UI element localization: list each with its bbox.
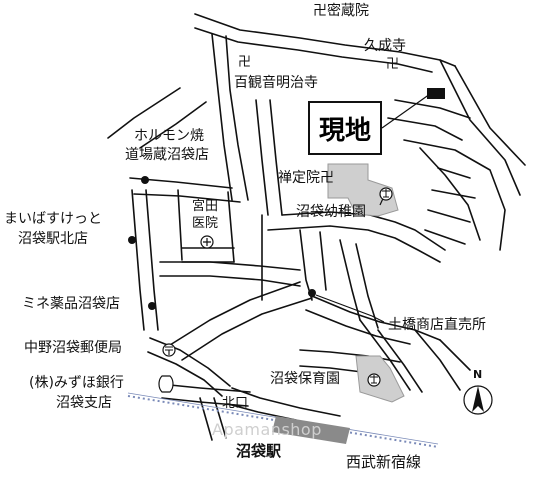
kindergarten-symbol xyxy=(379,187,393,201)
label-miyata-line1: 宮田 xyxy=(192,199,219,214)
label-genchi: 現地 xyxy=(318,115,371,146)
kuseiji-temple-mark: 卍 xyxy=(386,57,400,72)
label-mine-pharmacy: ミネ薬品沼袋店 xyxy=(22,296,120,312)
label-maibasu-line1: まいばすけっと xyxy=(4,211,102,227)
label-mizuho-line2: 沼袋支店 xyxy=(56,395,112,411)
north-label: N xyxy=(473,368,483,381)
label-mizuho-line1: (株)みずほ銀行 xyxy=(29,375,124,391)
genchi-marker xyxy=(427,88,445,99)
maibasu-dot xyxy=(128,236,136,244)
label-zenjoin: 禅定院卍 xyxy=(278,170,334,186)
label-station: 沼袋駅 xyxy=(236,442,282,460)
label-kuseiji: 久成寺 xyxy=(364,38,406,54)
label-post-office: 中野沼袋郵便局 xyxy=(24,340,122,356)
label-nursery: 沼袋保育園 xyxy=(270,371,340,387)
label-hyakkan-meijiji: 百観音明治寺 xyxy=(234,75,318,91)
nursery-symbol xyxy=(367,373,381,387)
road-network xyxy=(107,13,526,441)
dobashi-leader xyxy=(315,294,385,323)
label-miyata-line2: 医院 xyxy=(192,216,219,231)
dobashi-dot xyxy=(308,289,316,297)
label-seibu-line: 西武新宿線 xyxy=(346,453,422,471)
hyakkan-temple-mark: 卍 xyxy=(238,55,252,70)
north-arrow xyxy=(463,385,493,415)
label-horumon-line1: ホルモン焼 xyxy=(134,128,204,144)
mine-dot xyxy=(148,302,156,310)
watermark: Apamanshop xyxy=(212,420,322,439)
hospital-symbol xyxy=(200,235,214,249)
bank-symbol xyxy=(158,375,174,393)
label-maibasu-line2: 沼袋駅北店 xyxy=(18,231,88,247)
genchi-leader xyxy=(381,93,431,129)
current-location-box: 現地 xyxy=(308,101,382,155)
label-dobashi-store: 土橋商店直売所 xyxy=(388,317,486,333)
label-numabukuro-kindergarten: 沼袋幼稚園 xyxy=(296,204,366,220)
label-horumon-line2: 道場蔵沼袋店 xyxy=(125,147,209,163)
label-mitsuzoji: 卍密蔵院 xyxy=(313,3,369,19)
label-kitaguchi: 北口 xyxy=(222,396,249,411)
horumon-dot xyxy=(141,176,149,184)
post-office-symbol xyxy=(162,343,176,357)
station-platform xyxy=(272,416,350,444)
